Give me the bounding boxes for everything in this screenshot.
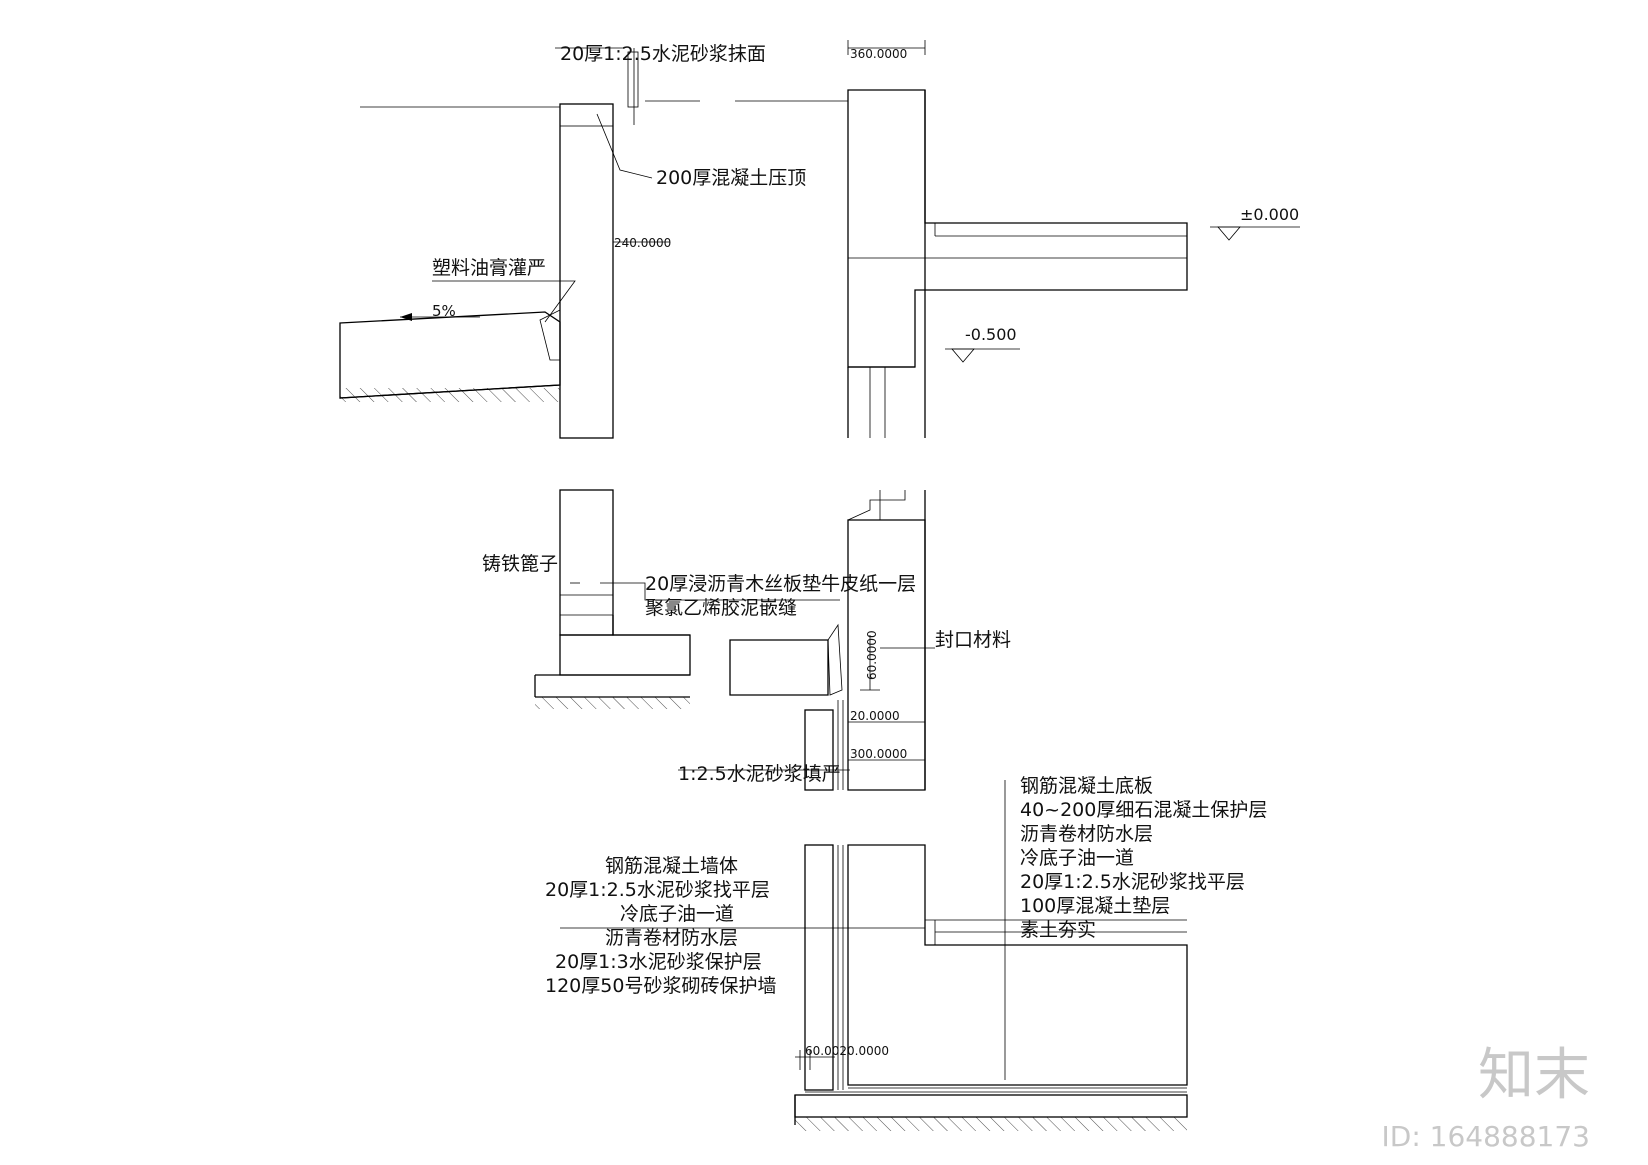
label-top-finish: 20厚1:2.5水泥砂浆抹面 (560, 43, 766, 65)
label-coping: 200厚混凝土压顶 (656, 167, 806, 189)
detail-top-left: 20厚1:2.5水泥砂浆抹面 200厚混凝土压顶 240.0000 塑料油膏灌严… (339, 43, 806, 439)
floor-layer-labels: 钢筋混凝土底板 40~200厚细石混凝土保护层 沥青卷材防水层 冷底子油一道 2… (1020, 775, 1267, 941)
label-mortar-fill: 1:2.5水泥砂浆填严 (678, 763, 841, 785)
dim-360: 360.0000 (850, 47, 907, 61)
wall-layer-5: 20厚1:3水泥砂浆保护层 (555, 951, 762, 973)
wall-layer-1: 钢筋混凝土墙体 (605, 855, 738, 877)
detail-bottom: 60.0020.0000 钢筋混凝土墙体 20厚1:2.5水泥砂浆找平层 冷底子… (545, 775, 1267, 1131)
dim-bottom: 60.0020.0000 (805, 1044, 889, 1058)
dim-240: 240.0000 (614, 236, 671, 250)
floor-layer-7: 素土夯实 (1020, 919, 1096, 941)
label-slope: 5% (432, 302, 456, 320)
wall-layer-6: 120厚50号砂浆砌砖保护墙 (545, 975, 776, 997)
watermark-logo: 知末 (1478, 1043, 1590, 1108)
floor-layer-4: 冷底子油一道 (1020, 847, 1134, 869)
label-sealant: 塑料油膏灌严 (432, 256, 546, 279)
floor-layer-1: 钢筋混凝土底板 (1020, 775, 1153, 797)
wall-layer-3: 冷底子油一道 (620, 903, 734, 925)
label-joint-board: 20厚浸沥青木丝板垫牛皮纸一层 (645, 573, 916, 595)
label-joint-caulk: 聚氯乙烯胶泥嵌缝 (645, 597, 797, 619)
floor-layer-5: 20厚1:2.5水泥砂浆找平层 (1020, 871, 1245, 893)
floor-layer-3: 沥青卷材防水层 (1020, 823, 1153, 845)
wall-layer-4: 沥青卷材防水层 (605, 927, 738, 949)
dim-20: 20.0000 (850, 709, 900, 723)
label-seal-material: 封口材料 (935, 629, 1011, 651)
dim-60: 60.0000 (865, 630, 879, 680)
detail-top-right: 360.0000 ±0.000 -0.500 (735, 40, 1300, 438)
elevation-negative: -0.500 (965, 325, 1017, 344)
floor-layer-6: 100厚混凝土垫层 (1020, 895, 1170, 917)
detail-middle: 铸铁篦子 20厚浸沥青木丝板垫牛皮纸一层 聚氯乙烯胶泥嵌缝 封口材料 60.00… (482, 489, 1011, 791)
watermark-id: ID: 164888173 (1381, 1120, 1590, 1153)
wall-layer-labels: 钢筋混凝土墙体 20厚1:2.5水泥砂浆找平层 冷底子油一道 沥青卷材防水层 2… (545, 855, 776, 997)
label-grate: 铸铁篦子 (482, 553, 558, 575)
dim-300: 300.0000 (850, 747, 907, 761)
wall-layer-2: 20厚1:2.5水泥砂浆找平层 (545, 879, 770, 901)
floor-layer-2: 40~200厚细石混凝土保护层 (1020, 799, 1267, 821)
elevation-zero: ±0.000 (1240, 205, 1299, 224)
